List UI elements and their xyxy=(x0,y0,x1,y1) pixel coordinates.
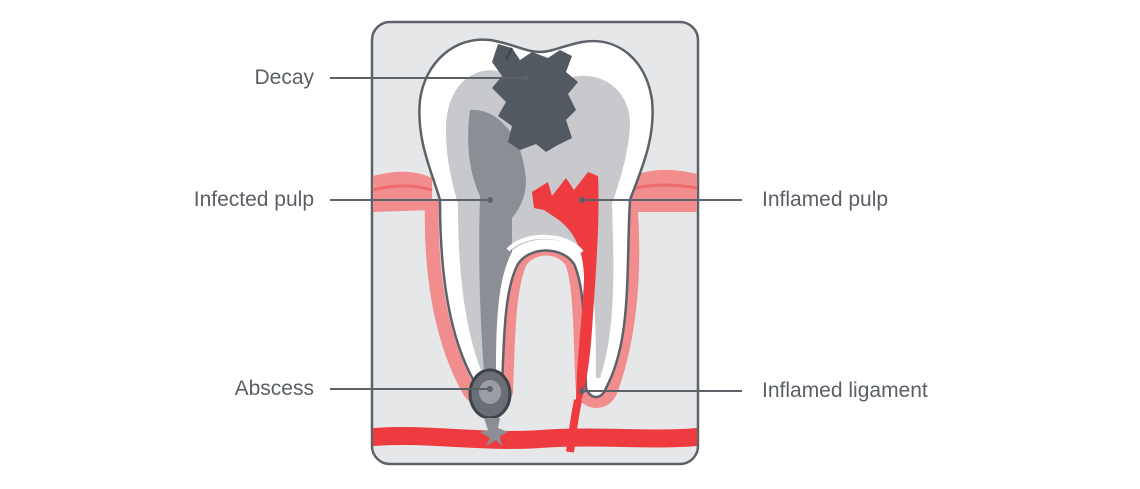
label-abscess: Abscess xyxy=(234,377,314,400)
gum-tissue-right xyxy=(628,169,697,212)
inflamed-nerve-canal xyxy=(566,399,582,453)
inflamed-pulp-area xyxy=(532,172,599,404)
label-decay: Decay xyxy=(254,66,314,89)
decay-cavity xyxy=(492,44,578,152)
label-inflamed-pulp: Inflamed pulp xyxy=(762,188,889,211)
infected-pulp-leader-dot xyxy=(487,197,493,203)
decay-fissure xyxy=(505,47,513,61)
abscess-burst xyxy=(480,418,508,446)
inflamed-ligament-leader-dot xyxy=(579,388,585,394)
pulp-chamber-edge xyxy=(506,234,584,254)
infected-pulp-area xyxy=(468,109,526,372)
gum-line-left xyxy=(372,184,433,192)
gum-tissue-left xyxy=(373,171,432,212)
label-infected-pulp: Infected pulp xyxy=(193,188,314,211)
label-inflamed-ligament: Inflamed ligament xyxy=(762,379,928,402)
inflamed-pulp-leader-dot xyxy=(579,197,585,203)
abscess-leader-dot xyxy=(487,386,493,392)
decay-leader-dot xyxy=(523,75,529,81)
blood-vessel-band xyxy=(373,427,697,449)
